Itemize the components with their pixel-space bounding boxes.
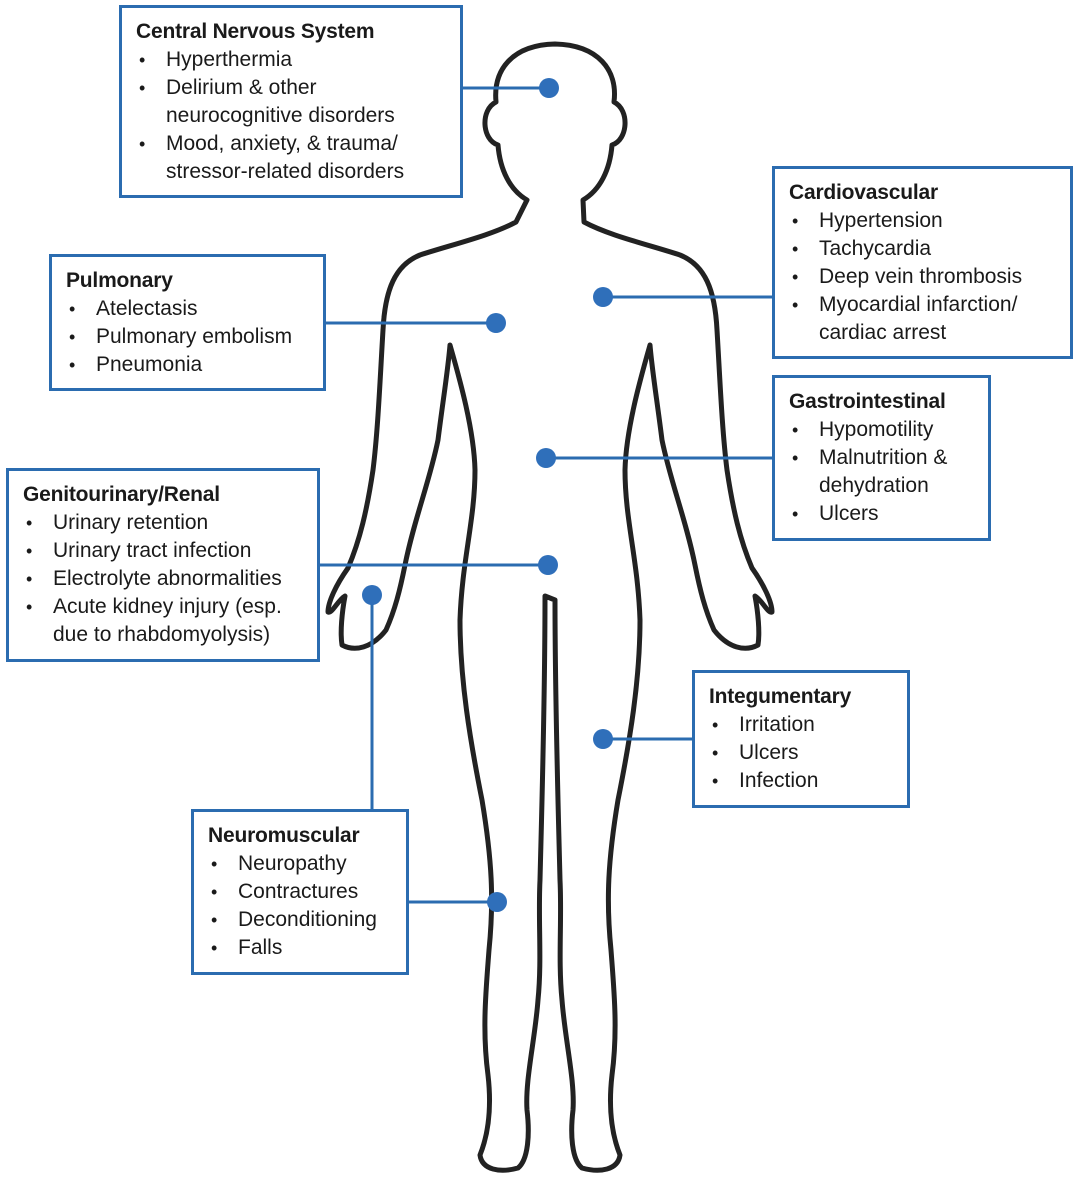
list-item: Delirium & other neurocognitive disorder… — [136, 74, 446, 130]
list-item: Hyperthermia — [136, 46, 446, 74]
integ-list: Irritation Ulcers Infection — [709, 711, 893, 795]
list-item: Deconditioning — [208, 906, 392, 934]
integ-title: Integumentary — [709, 685, 852, 708]
list-item: Falls — [208, 934, 392, 962]
list-item: Hypomotility — [789, 416, 974, 444]
list-item: Pneumonia — [66, 351, 309, 379]
list-item: Contractures — [208, 878, 392, 906]
pulmonary-location-dot — [486, 313, 506, 333]
gi-box: Gastrointestinal Hypomotility Malnutriti… — [772, 375, 991, 541]
cardio-location-dot — [593, 287, 613, 307]
cardio-list: Hypertension Tachycardia Deep vein throm… — [789, 207, 1056, 347]
list-item: Acute kidney injury (esp. due to rhabdom… — [23, 593, 303, 649]
list-item: Hypertension — [789, 207, 1056, 235]
neuro-list: Neuropathy Contractures Deconditioning F… — [208, 850, 392, 962]
cns-location-dot — [539, 78, 559, 98]
list-item: Urinary retention — [23, 509, 303, 537]
list-item: Infection — [709, 767, 893, 795]
gi-location-dot — [536, 448, 556, 468]
list-item: Ulcers — [709, 739, 893, 767]
gu-location-dot — [538, 555, 558, 575]
integ-location-dot — [593, 729, 613, 749]
list-item: Irritation — [709, 711, 893, 739]
body-outline — [325, 41, 775, 1173]
gu-title: Genitourinary/Renal — [23, 483, 220, 506]
list-item: Neuropathy — [208, 850, 392, 878]
pulmonary-list: Atelectasis Pulmonary embolism Pneumonia — [66, 295, 309, 379]
list-item: Urinary tract infection — [23, 537, 303, 565]
list-item: Mood, anxiety, & trauma/ stressor-relate… — [136, 130, 446, 186]
list-item: Electrolyte abnormalities — [23, 565, 303, 593]
neuro-arm-location-dot — [362, 585, 382, 605]
neuro-title: Neuromuscular — [208, 824, 360, 847]
list-item: Deep vein thrombosis — [789, 263, 1056, 291]
gu-list: Urinary retention Urinary tract infectio… — [23, 509, 303, 649]
gu-box: Genitourinary/Renal Urinary retention Ur… — [6, 468, 320, 662]
list-item: Ulcers — [789, 500, 974, 528]
cns-list: Hyperthermia Delirium & other neurocogni… — [136, 46, 446, 186]
list-item: Myocardial infarction/ cardiac arrest — [789, 291, 1056, 347]
cardio-box: Cardiovascular Hypertension Tachycardia … — [772, 166, 1073, 359]
gi-title: Gastrointestinal — [789, 390, 946, 413]
pulmonary-title: Pulmonary — [66, 269, 173, 292]
neuro-location-dot — [487, 892, 507, 912]
cns-title: Central Nervous System — [136, 20, 375, 43]
list-item: Atelectasis — [66, 295, 309, 323]
neuro-box: Neuromuscular Neuropathy Contractures De… — [191, 809, 409, 975]
gi-list: Hypomotility Malnutrition & dehydration … — [789, 416, 974, 528]
integ-box: Integumentary Irritation Ulcers Infectio… — [692, 670, 910, 808]
list-item: Tachycardia — [789, 235, 1056, 263]
cns-box: Central Nervous System Hyperthermia Deli… — [119, 5, 463, 198]
pulmonary-box: Pulmonary Atelectasis Pulmonary embolism… — [49, 254, 326, 391]
list-item: Pulmonary embolism — [66, 323, 309, 351]
list-item: Malnutrition & dehydration — [789, 444, 974, 500]
cardio-title: Cardiovascular — [789, 181, 938, 204]
